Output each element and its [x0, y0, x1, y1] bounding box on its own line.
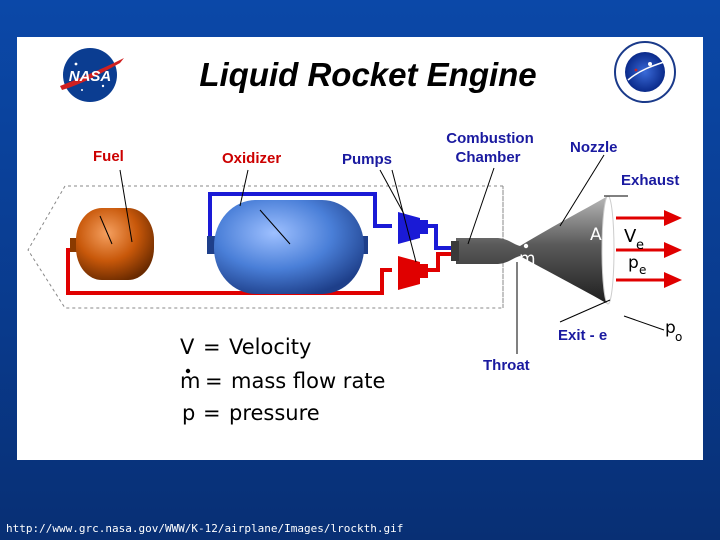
legend-text-pressure: pressure	[229, 401, 320, 425]
nozzle-exit-ring	[601, 195, 615, 305]
svg-text:=: =	[203, 401, 221, 425]
fuel-line	[66, 248, 392, 295]
label-ve: V	[624, 226, 637, 247]
label-pumps: Pumps	[342, 151, 392, 168]
legend-symbol-mdot: m	[180, 369, 200, 393]
exploration-emblem-icon	[614, 41, 676, 103]
label-mdot: m	[519, 249, 536, 269]
legend-text-mass-flow: mass flow rate	[231, 369, 385, 393]
label-pe: p	[628, 253, 639, 273]
oxidizer-pump-icon	[398, 212, 428, 244]
legend-text-velocity: Velocity	[229, 335, 311, 359]
label-pe-sub: e	[639, 263, 646, 277]
oxidizer-line	[208, 192, 392, 248]
label-throat: Throat	[483, 357, 530, 374]
oxidizer-tank	[207, 200, 368, 294]
legend-symbol-pressure: p	[182, 401, 195, 425]
exhaust-arrows-icon	[616, 210, 682, 288]
page-title: Liquid Rocket Engine	[199, 56, 536, 93]
source-url: http://www.grc.nasa.gov/WWW/K-12/airplan…	[6, 522, 404, 535]
fuel-pump-icon	[398, 256, 428, 290]
label-chamber: Chamber	[455, 149, 520, 166]
svg-text:=: =	[203, 335, 221, 359]
combustion-chamber	[451, 196, 608, 304]
label-exhaust: Exhaust	[621, 172, 679, 189]
variable-legend: V = Velocity m = mass flow rate p = pres…	[180, 335, 385, 425]
leader-lines	[119, 154, 665, 354]
label-ae-sub: e	[602, 235, 609, 249]
label-exit: Exit - e	[558, 327, 607, 344]
svg-text:=: =	[205, 369, 223, 393]
legend-symbol-velocity: V	[180, 335, 195, 359]
nasa-logo-icon: NASA	[60, 48, 124, 102]
label-fuel: Fuel	[93, 148, 124, 165]
label-po: p	[665, 318, 676, 338]
label-ae: A	[590, 225, 602, 245]
fuel-tank	[70, 208, 154, 280]
label-nozzle: Nozzle	[570, 139, 618, 156]
label-ve-sub: e	[636, 238, 644, 253]
label-combustion: Combustion	[446, 130, 534, 147]
nasa-logo-text: NASA	[69, 68, 112, 85]
label-oxidizer: Oxidizer	[222, 150, 281, 167]
engine-outline	[27, 185, 504, 309]
label-po-sub: o	[675, 330, 682, 344]
